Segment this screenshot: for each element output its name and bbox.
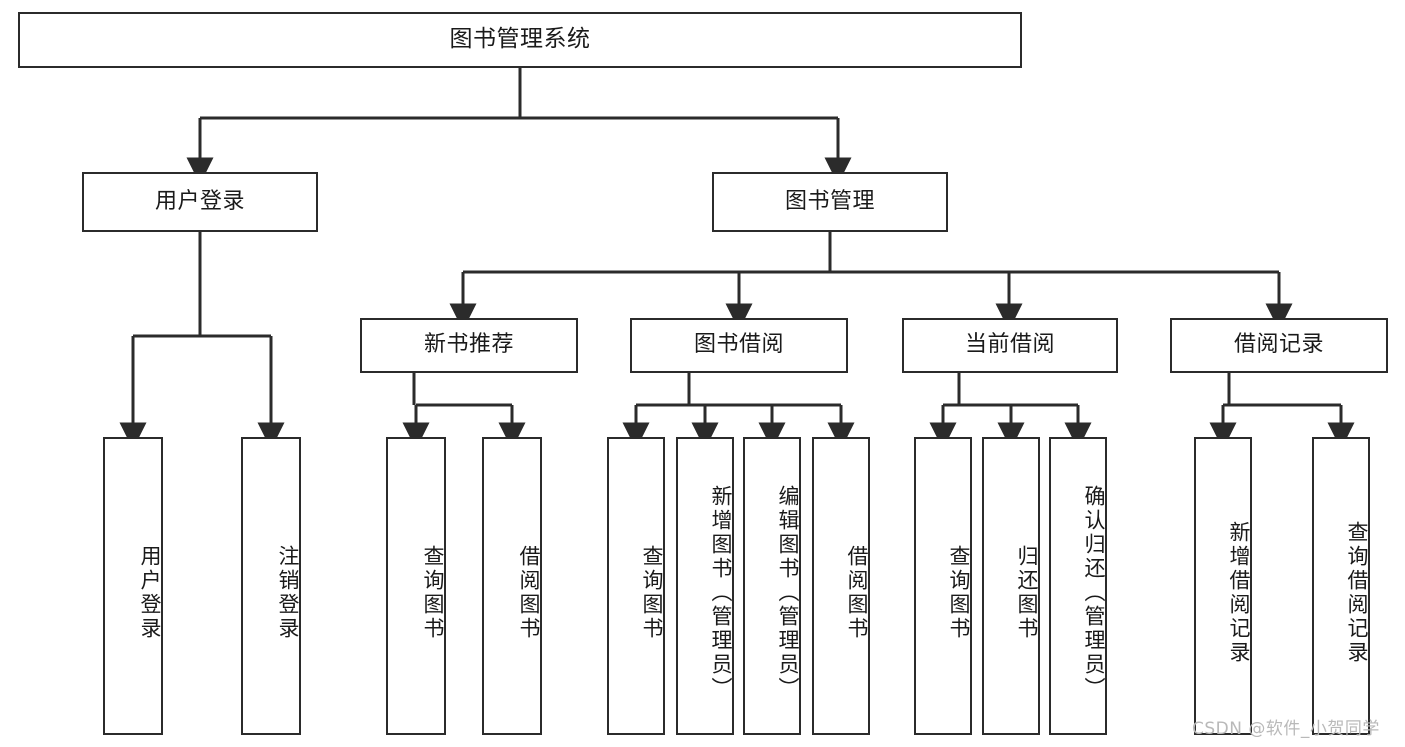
node-leaf-confirm-return-admin[interactable]: 确认归还（管理员） — [1049, 437, 1107, 735]
node-user-login-label: 用户登录 — [154, 188, 245, 214]
node-leaf-borrow-book-rec[interactable]: 借阅图书 — [482, 437, 542, 735]
node-leaf-return-book-label: 归还图书 — [1015, 545, 1039, 641]
node-book-borrow-label: 图书借阅 — [693, 332, 784, 358]
node-leaf-query-borrow-record[interactable]: 查询借阅记录 — [1312, 437, 1370, 735]
node-root-label: 图书管理系统 — [449, 26, 591, 53]
node-leaf-user-login-label: 用户登录 — [138, 545, 162, 641]
node-leaf-borrow-book-rec-label: 借阅图书 — [517, 545, 541, 641]
node-borrow-record-label: 借阅记录 — [1233, 332, 1324, 358]
node-leaf-add-borrow-record-label: 新增借阅记录 — [1227, 521, 1251, 665]
node-leaf-logout[interactable]: 注销登录 — [241, 437, 301, 735]
node-book-management-label: 图书管理 — [784, 188, 875, 214]
node-leaf-query-book-rec-label: 查询图书 — [421, 545, 445, 641]
node-book-management[interactable]: 图书管理 — [712, 172, 948, 232]
node-current-borrow-label: 当前借阅 — [964, 332, 1055, 358]
node-leaf-add-book-admin-label: 新增图书（管理员） — [709, 485, 733, 701]
node-leaf-confirm-return-admin-label: 确认归还（管理员） — [1082, 485, 1106, 701]
node-leaf-query-book-current-label: 查询图书 — [947, 545, 971, 641]
node-new-book-recommend[interactable]: 新书推荐 — [360, 318, 578, 373]
node-leaf-logout-label: 注销登录 — [276, 545, 300, 641]
node-leaf-query-book-current[interactable]: 查询图书 — [914, 437, 972, 735]
node-new-book-recommend-label: 新书推荐 — [423, 332, 514, 358]
node-leaf-edit-book-admin-label: 编辑图书（管理员） — [776, 485, 800, 701]
node-leaf-borrow-book[interactable]: 借阅图书 — [812, 437, 870, 735]
node-leaf-add-borrow-record[interactable]: 新增借阅记录 — [1194, 437, 1252, 735]
node-book-borrow[interactable]: 图书借阅 — [630, 318, 848, 373]
node-leaf-query-borrow-record-label: 查询借阅记录 — [1345, 521, 1369, 665]
csdn-watermark: CSDN @软件_小贺同学 — [1192, 719, 1380, 739]
node-leaf-user-login[interactable]: 用户登录 — [103, 437, 163, 735]
node-leaf-query-book-borrow-label: 查询图书 — [640, 545, 664, 641]
node-borrow-record[interactable]: 借阅记录 — [1170, 318, 1388, 373]
node-leaf-query-book-rec[interactable]: 查询图书 — [386, 437, 446, 735]
node-leaf-return-book[interactable]: 归还图书 — [982, 437, 1040, 735]
node-leaf-edit-book-admin[interactable]: 编辑图书（管理员） — [743, 437, 801, 735]
node-root[interactable]: 图书管理系统 — [18, 12, 1022, 68]
node-user-login[interactable]: 用户登录 — [82, 172, 318, 232]
node-current-borrow[interactable]: 当前借阅 — [902, 318, 1118, 373]
node-leaf-borrow-book-label: 借阅图书 — [845, 545, 869, 641]
node-leaf-query-book-borrow[interactable]: 查询图书 — [607, 437, 665, 735]
node-leaf-add-book-admin[interactable]: 新增图书（管理员） — [676, 437, 734, 735]
